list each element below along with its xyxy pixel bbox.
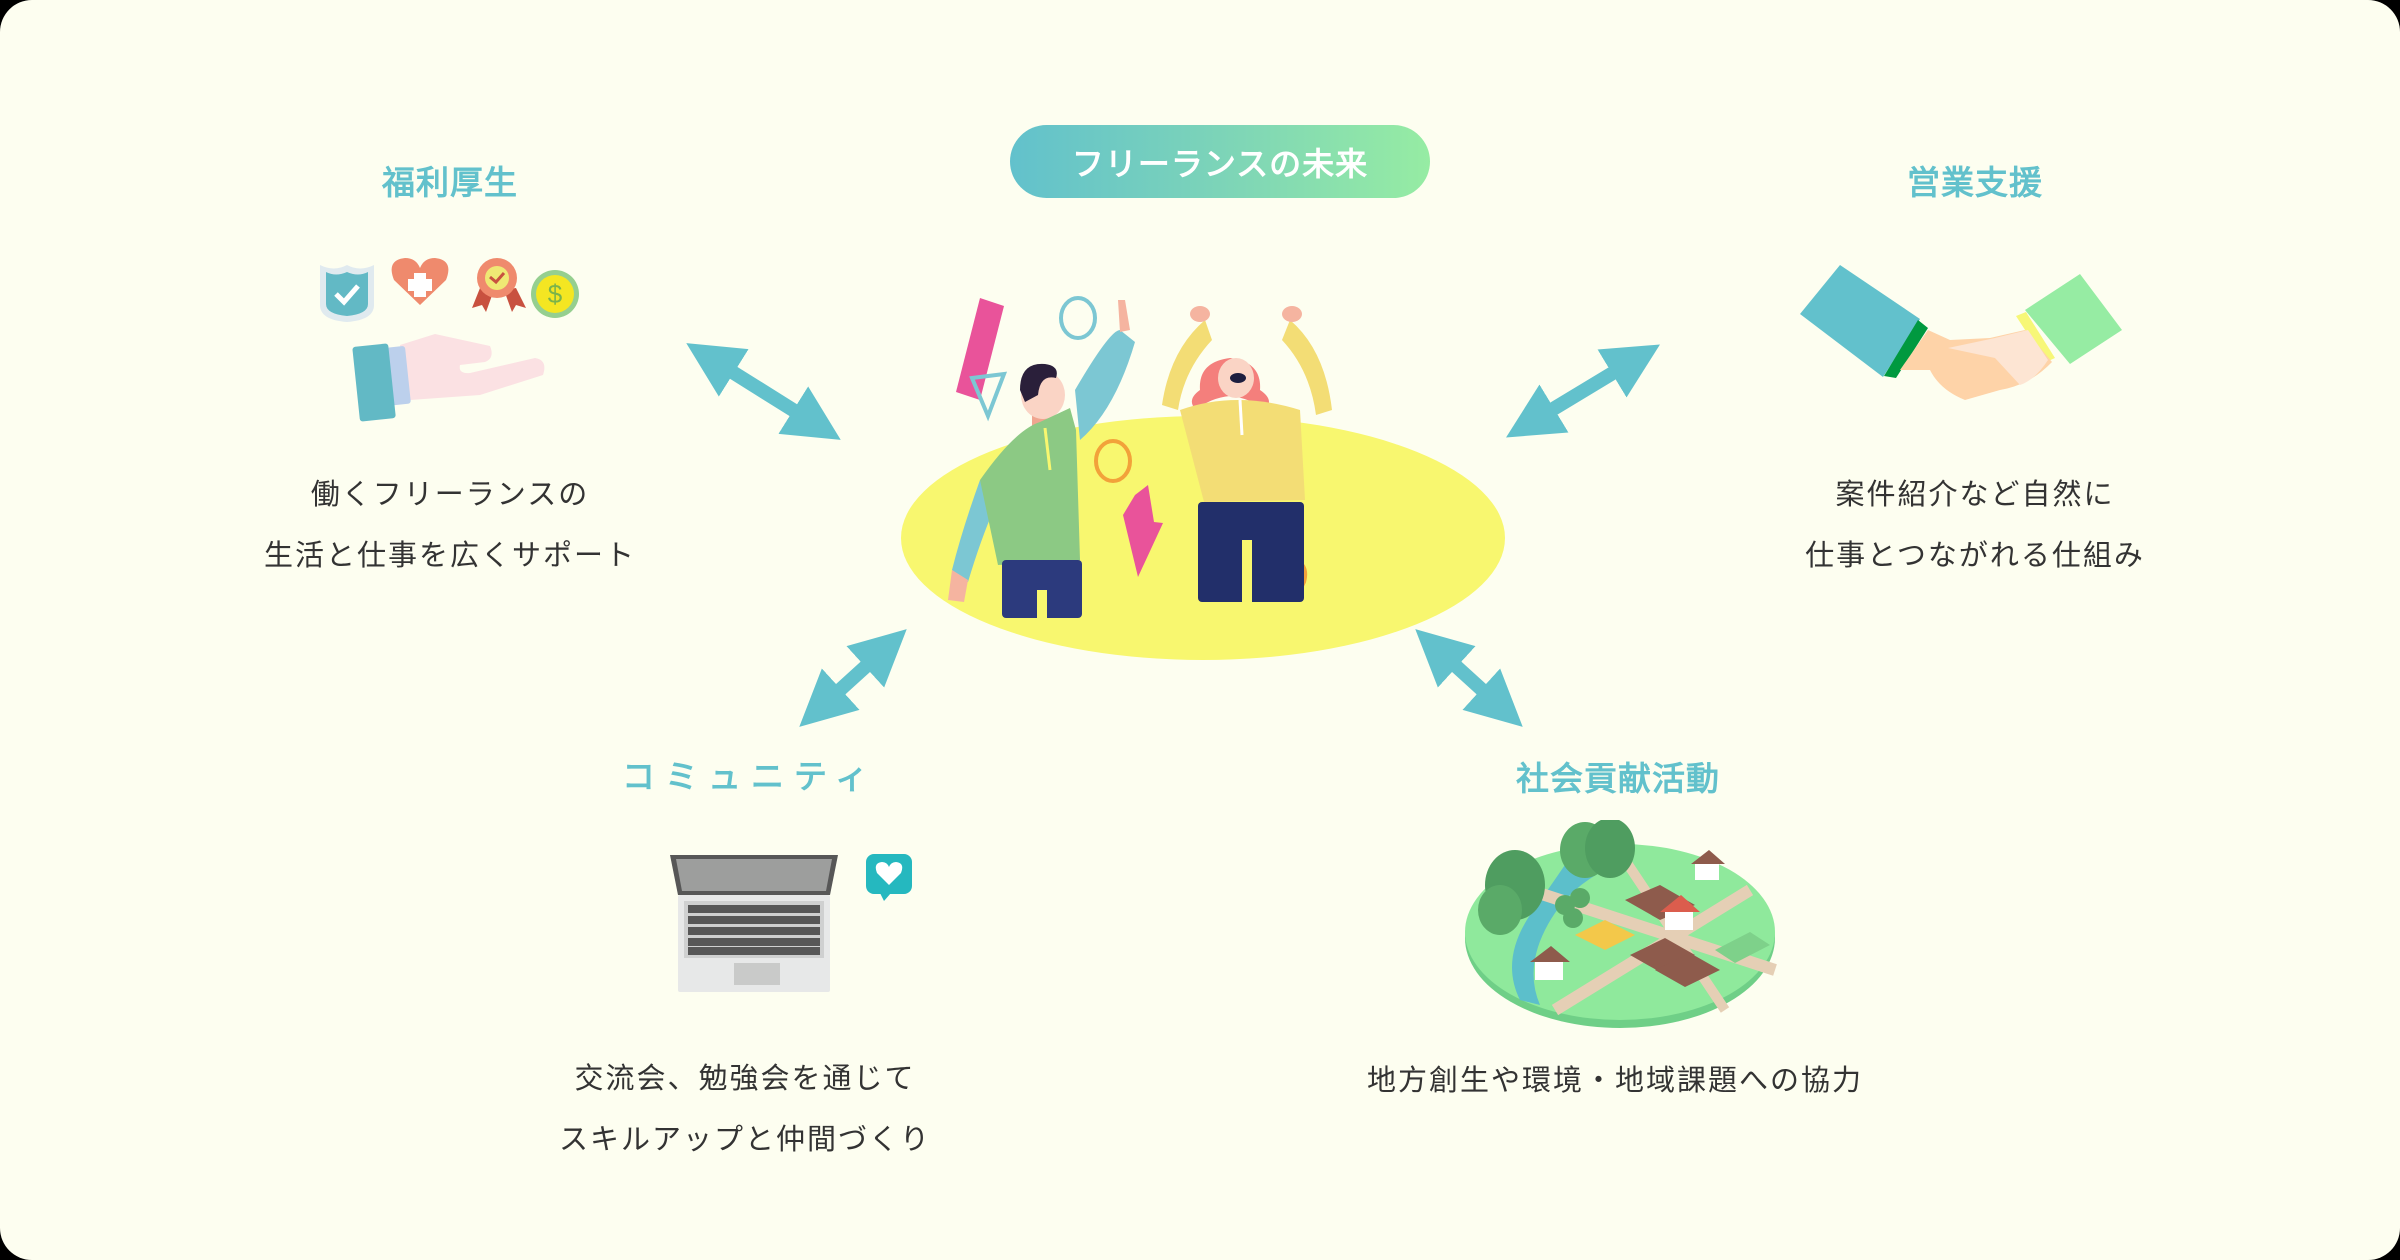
isometric-rural-town-map bbox=[1465, 820, 1777, 1028]
desc-line: 交流会、勉強会を通じて bbox=[574, 1061, 916, 1095]
arrow-sales-support bbox=[1506, 344, 1660, 438]
laptop-icon bbox=[670, 855, 838, 992]
laptop-with-heart-bubble bbox=[670, 854, 912, 992]
desc-line: 仕事とつながれる仕組み bbox=[1805, 538, 2145, 572]
node-title-community: コミュニティ bbox=[621, 757, 879, 796]
arrow-social-contribution bbox=[1415, 629, 1523, 727]
node-desc-sales-support: 案件紹介など自然に 仕事とつながれる仕組み bbox=[1695, 464, 2255, 586]
shield-check-icon bbox=[320, 265, 374, 322]
handshake-illustration bbox=[1800, 265, 2122, 400]
node-title-sales-support: 営業支援 bbox=[1907, 163, 2043, 202]
desc-line: 働くフリーランスの bbox=[310, 477, 590, 511]
node-title-social-contribution: 社会貢献活動 bbox=[1516, 759, 1720, 798]
desc-line: スキルアップと仲間づくり bbox=[558, 1122, 931, 1156]
node-desc-community: 交流会、勉強会を通じて スキルアップと仲間づくり bbox=[465, 1048, 1025, 1170]
center-title-pill: フリーランスの未来 bbox=[1010, 125, 1430, 198]
dollar-coin-icon: $ bbox=[531, 270, 579, 318]
arrow-community bbox=[799, 629, 907, 727]
freelancers-celebrating-illustration bbox=[901, 296, 1505, 660]
heart-plus-icon bbox=[391, 258, 449, 305]
heart-bubble-icon bbox=[866, 854, 912, 901]
node-desc-welfare: 働くフリーランスの 生活と仕事を広くサポート bbox=[170, 464, 730, 586]
offering-hand-icon bbox=[352, 334, 545, 422]
svg-text:$: $ bbox=[548, 279, 563, 309]
desc-line: 案件紹介など自然に bbox=[1835, 477, 2115, 511]
desc-line: 生活と仕事を広くサポート bbox=[263, 538, 636, 572]
hand-offering-benefit-icons: $ bbox=[320, 258, 579, 422]
node-desc-social-contribution: 地方創生や環境・地域課題への協力 bbox=[1315, 1050, 1915, 1111]
arrow-welfare bbox=[686, 343, 841, 440]
award-ribbon-icon bbox=[472, 258, 526, 312]
node-title-welfare: 福利厚生 bbox=[382, 163, 518, 202]
desc-line: 地方創生や環境・地域課題への協力 bbox=[1366, 1063, 1863, 1097]
center-title: フリーランスの未来 bbox=[1071, 144, 1369, 183]
